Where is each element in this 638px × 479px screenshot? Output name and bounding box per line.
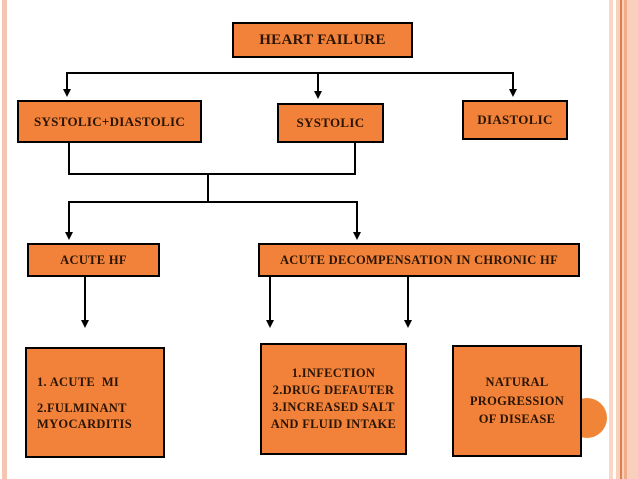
connector-l2-up-left: [68, 143, 70, 175]
node-acute-hf-causes: 1. ACUTE MI 2.FULMINANT MYOCARDITIS: [25, 347, 165, 458]
connector-l2-up-right: [354, 143, 356, 175]
natural-progression-line: OF DISEASE: [478, 412, 556, 427]
node-heart-failure: HEART FAILURE: [232, 22, 413, 58]
connector-l3-drop-natural: [407, 277, 409, 321]
connector-l2-drop-left: [68, 201, 70, 232]
arrowhead-l3-acutehf: [80, 320, 89, 328]
arrowhead-l3-infection: [265, 320, 274, 328]
decomp-cause-line: 3.INCREASED SALT: [272, 400, 395, 414]
connector-l1-drop-mid: [317, 72, 319, 92]
arrowhead-l3-natural: [403, 320, 412, 328]
arrowhead-l2-right: [352, 232, 361, 240]
decomp-cause-line: 1.INFECTION: [291, 366, 376, 380]
connector-l1-horizontal: [66, 72, 514, 74]
natural-progression-line: PROGRESSION: [469, 393, 565, 408]
node-systolic-diastolic: SYSTOLIC+DIASTOLIC: [17, 100, 202, 143]
connector-l2-middle-drop: [207, 173, 209, 203]
right-accent-band-inner: [624, 0, 627, 479]
decomp-cause-line: AND FLUID INTAKE: [270, 417, 397, 431]
decomp-cause-line: 2.DRUG DEFAUTER: [272, 383, 395, 397]
arrowhead-l2-left: [64, 232, 73, 240]
arrowhead-l1-left: [62, 89, 71, 97]
node-acute-hf: ACUTE HF: [27, 243, 160, 277]
acute-hf-cause-line: 1. ACUTE MI: [37, 374, 120, 389]
node-decompensation-causes: 1.INFECTION 2.DRUG DEFAUTER 3.INCREASED …: [260, 343, 407, 455]
connector-l2-horizontal-top: [68, 173, 356, 175]
right-accent-stripe-thin: [609, 0, 613, 479]
node-natural-progression: NATURAL PROGRESSION OF DISEASE: [452, 345, 582, 457]
arrowhead-l1-mid: [313, 91, 322, 99]
natural-progression-line: NATURAL: [485, 374, 549, 389]
connector-l2-horizontal-bottom: [68, 201, 358, 203]
connector-l3-drop-acutehf: [84, 277, 86, 321]
right-accent-band-line: [620, 0, 622, 479]
connector-l2-drop-right: [356, 201, 358, 232]
node-systolic: SYSTOLIC: [277, 103, 384, 143]
node-diastolic: DIASTOLIC: [462, 100, 568, 140]
connector-l1-drop-right: [512, 72, 514, 90]
arrowhead-l1-right: [508, 89, 517, 97]
connector-l1-drop-left: [66, 72, 68, 90]
acute-hf-cause-line: 2.FULMINANT MYOCARDITIS: [37, 400, 132, 431]
node-acute-decompensation-chronic-hf: ACUTE DECOMPENSATION IN CHRONIC HF: [258, 243, 580, 277]
connector-l3-drop-infection: [269, 277, 271, 321]
left-accent-stripe: [2, 0, 7, 479]
